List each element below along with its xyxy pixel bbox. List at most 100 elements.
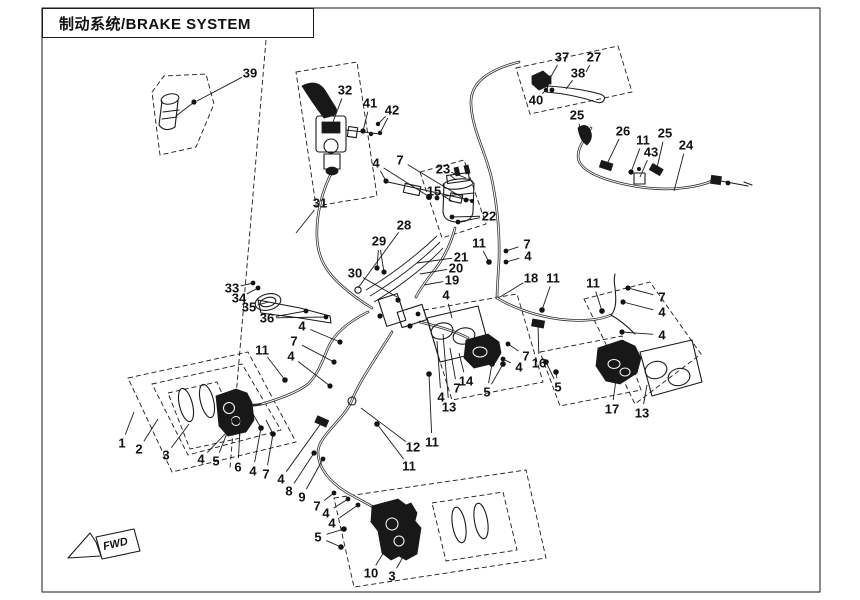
part-label-26: 26 — [616, 124, 630, 139]
part-label-4: 4 — [437, 390, 445, 405]
disc-hole-icon — [430, 322, 454, 340]
part-label-27: 27 — [587, 50, 601, 65]
part-39-switch — [158, 93, 197, 131]
leader-line — [379, 117, 389, 134]
part-label-11: 11 — [402, 459, 416, 474]
screw-icon — [191, 99, 197, 105]
brake-lever-icon — [301, 82, 337, 119]
hose-clamp-icon — [314, 415, 330, 428]
brake-pipe-19 — [373, 247, 444, 303]
leader-line — [673, 153, 685, 192]
part-label-20: 20 — [449, 261, 463, 276]
leader-line — [505, 246, 519, 252]
leader-line — [449, 347, 456, 380]
part-label-24: 24 — [679, 138, 694, 153]
part-label-5: 5 — [212, 454, 219, 469]
part-label-7: 7 — [658, 290, 665, 305]
part-label-4: 4 — [442, 288, 450, 303]
leader-line — [622, 301, 654, 311]
leader-line — [555, 371, 558, 379]
cable-elbow — [610, 273, 636, 335]
right-caliper-17 — [595, 285, 703, 397]
part-label-5: 5 — [554, 380, 561, 395]
part-label-7: 7 — [262, 467, 269, 482]
leader-line — [246, 287, 259, 295]
rear-brake-hose-12-core — [317, 331, 393, 513]
leader-line — [655, 141, 664, 173]
leader-line — [491, 363, 504, 385]
part-label-37: 37 — [555, 50, 569, 65]
part-label-13: 13 — [442, 400, 456, 415]
part-label-11: 11 — [586, 276, 600, 291]
leader-line — [218, 417, 234, 453]
part-label-3: 3 — [162, 448, 169, 463]
part-label-4: 4 — [372, 156, 380, 171]
hoses-and-cables — [242, 60, 753, 514]
part-label-19: 19 — [445, 273, 459, 288]
brake-hose-31-core — [316, 169, 373, 309]
leader-line — [293, 452, 315, 484]
group-box-master-cylinder — [295, 61, 378, 207]
part-label-4: 4 — [287, 349, 295, 364]
boot-25-icon — [577, 125, 592, 146]
front-left-brake-hose-core — [261, 311, 369, 405]
part-label-10: 10 — [364, 566, 378, 581]
hand-brake-cable-core — [470, 61, 520, 299]
part-label-7: 7 — [290, 334, 297, 349]
part-label-17: 17 — [605, 402, 619, 417]
leader-line — [419, 269, 448, 275]
bracket-43-icon — [633, 172, 646, 185]
leader-line — [285, 421, 323, 472]
center-caliper-hose-core — [419, 321, 469, 339]
hand-brake-cable — [469, 60, 521, 300]
part-label-28: 28 — [397, 218, 411, 233]
part-label-11: 11 — [546, 271, 560, 286]
disc-hole-icon — [644, 360, 668, 380]
part-label-42: 42 — [385, 103, 399, 118]
cable-clamp-16-icon — [531, 318, 546, 329]
leader-line — [449, 174, 457, 181]
part-label-16: 16 — [532, 356, 546, 371]
leader-line — [196, 76, 243, 102]
part-label-22: 22 — [482, 209, 496, 224]
leader-line — [621, 331, 654, 335]
leader-line — [124, 411, 135, 435]
leader-line — [441, 194, 453, 202]
part-label-15: 15 — [427, 184, 441, 199]
leader-line — [396, 532, 418, 569]
leader-line — [447, 303, 453, 319]
part-label-40: 40 — [529, 93, 543, 108]
leader-line — [301, 344, 335, 363]
disc-hole-icon — [667, 367, 691, 387]
part-label-7: 7 — [313, 499, 320, 514]
leader-line — [254, 427, 262, 463]
leader-line — [442, 333, 449, 399]
part-label-4: 4 — [524, 249, 532, 264]
part-label-9: 9 — [298, 490, 305, 505]
part-label-4: 4 — [658, 305, 666, 320]
leader-line — [297, 361, 331, 387]
fwd-arrow: FWD — [67, 528, 141, 560]
leader-line — [548, 64, 558, 81]
group-box-right-caliper — [583, 281, 702, 405]
part-label-33: 33 — [225, 281, 239, 296]
brake-pad-icon — [198, 383, 216, 419]
leader-line — [428, 373, 433, 434]
leader-line — [565, 79, 573, 90]
leader-line — [605, 138, 620, 167]
caliper-body-icon — [463, 333, 502, 369]
leader-line — [627, 287, 654, 296]
leader-line — [333, 498, 349, 509]
leader-line — [275, 310, 307, 317]
leader-line — [326, 528, 345, 535]
part-label-35: 35 — [242, 300, 256, 315]
part-label-4: 4 — [328, 516, 336, 531]
leader-line — [379, 170, 387, 182]
leader-line — [383, 167, 429, 197]
brake-pipe-20 — [369, 241, 441, 297]
leader-line — [310, 329, 341, 343]
leader-line — [339, 504, 359, 519]
leader-line — [360, 407, 407, 442]
leader-line — [257, 301, 270, 306]
